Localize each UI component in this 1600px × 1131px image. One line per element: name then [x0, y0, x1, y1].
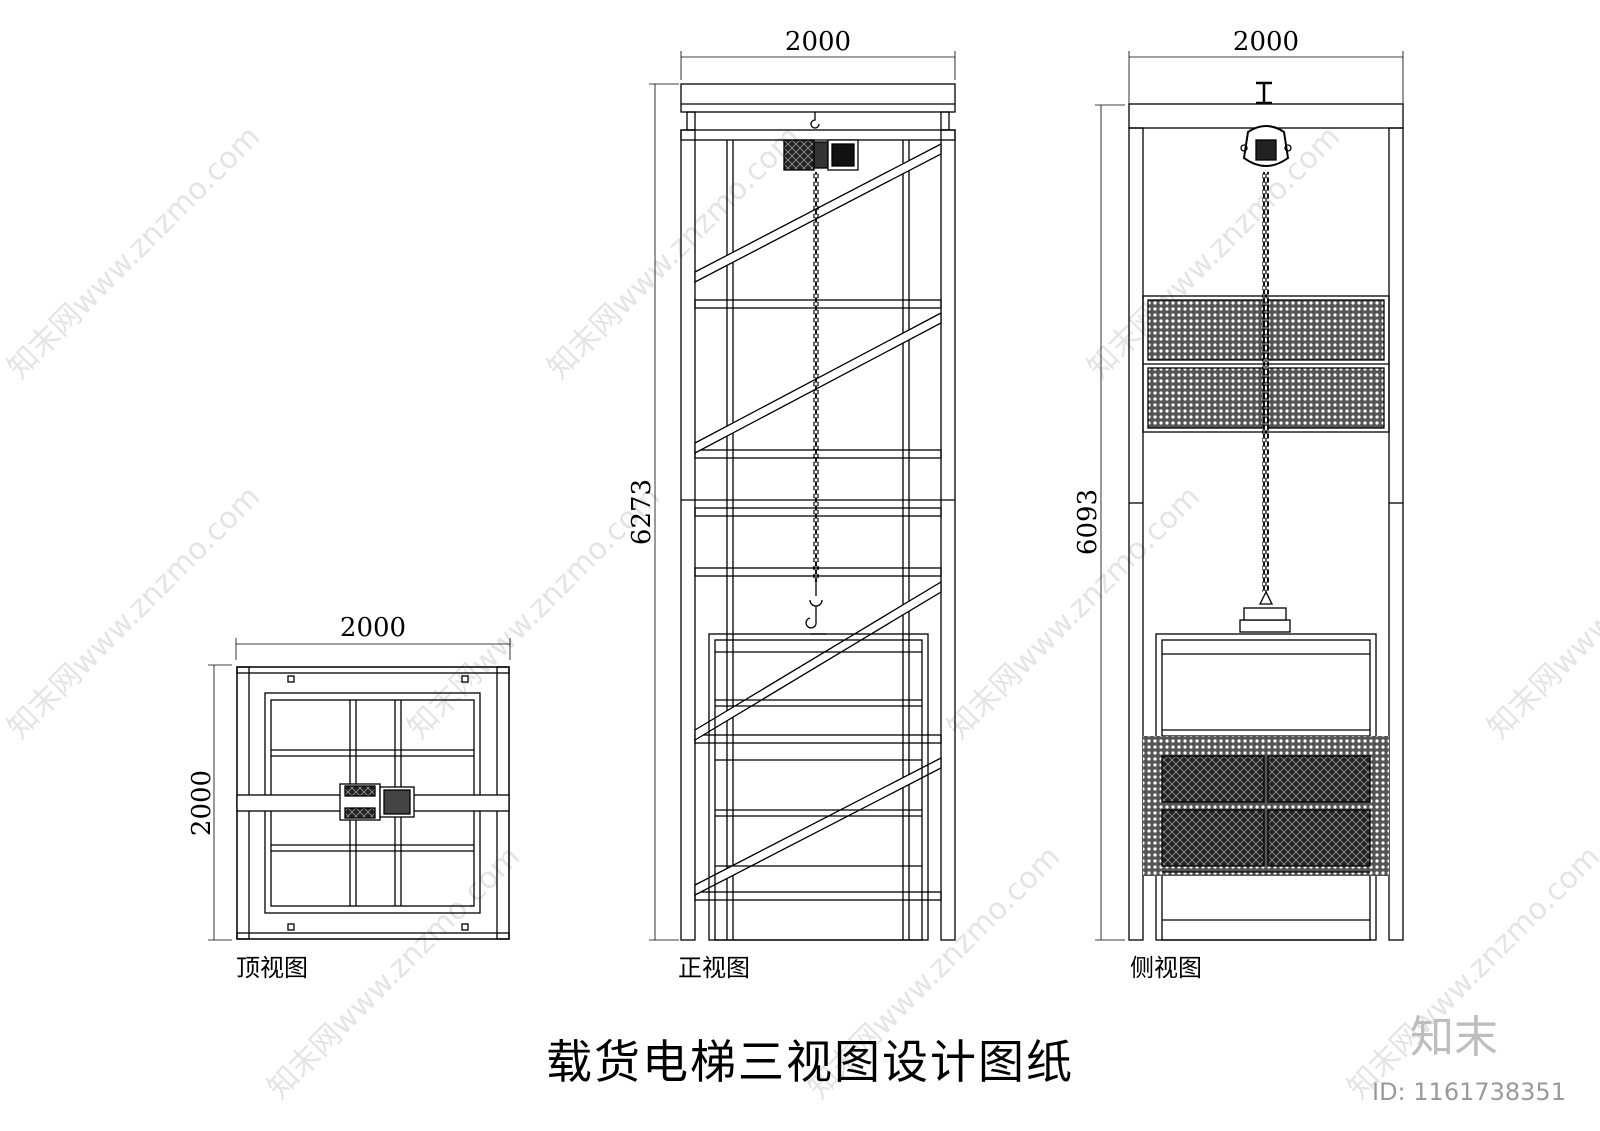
top-height-text: 2000	[187, 770, 217, 836]
top-hoist	[339, 783, 415, 821]
brand-logo: 知末	[1410, 1012, 1498, 1063]
side-width-text: 2000	[1233, 27, 1299, 57]
top-width-text: 2000	[340, 613, 406, 643]
side-chain	[1262, 172, 1269, 592]
brand-block: 知末 ID: 1161738351	[1372, 1012, 1566, 1106]
watermark-text: 知末网www.znzmo.com	[1, 119, 267, 385]
side-height-text: 6093	[1073, 489, 1103, 555]
drawing-title: 载货电梯三视图设计图纸	[546, 1035, 1074, 1089]
side-height-dimension: 6093	[1073, 104, 1125, 941]
top-view-label: 顶视图	[236, 954, 308, 982]
front-height-dimension: 6273	[627, 83, 679, 941]
brand-id: ID: 1161738351	[1372, 1078, 1566, 1106]
watermark-text: 知末网www.znzmo.com	[1341, 839, 1600, 1105]
top-view: 2000 2000	[187, 613, 511, 982]
side-view: 2000 6093	[1073, 27, 1404, 982]
side-width-dimension: 2000	[1128, 27, 1404, 104]
front-height-text: 6273	[627, 479, 657, 545]
side-view-label: 侧视图	[1130, 954, 1202, 982]
front-width-text: 2000	[785, 27, 851, 57]
watermark-text: 知末网www.znzmo.com	[1, 479, 267, 745]
watermark-text: 知末网www.znzmo.com	[541, 119, 807, 385]
top-width-dimension: 2000	[235, 613, 511, 660]
front-chain	[813, 172, 819, 582]
front-hoist	[783, 112, 859, 171]
side-hoist	[1240, 125, 1292, 167]
watermark-text: 知末网www.znzmo.com	[1481, 479, 1600, 745]
side-car	[1143, 633, 1389, 941]
side-upper-mesh	[1142, 295, 1390, 433]
front-view-label: 正视图	[678, 954, 750, 982]
front-width-dimension: 2000	[680, 27, 956, 80]
front-hook	[805, 582, 823, 629]
front-view: 2000 6273	[627, 27, 956, 982]
top-height-dimension: 2000	[187, 664, 232, 941]
